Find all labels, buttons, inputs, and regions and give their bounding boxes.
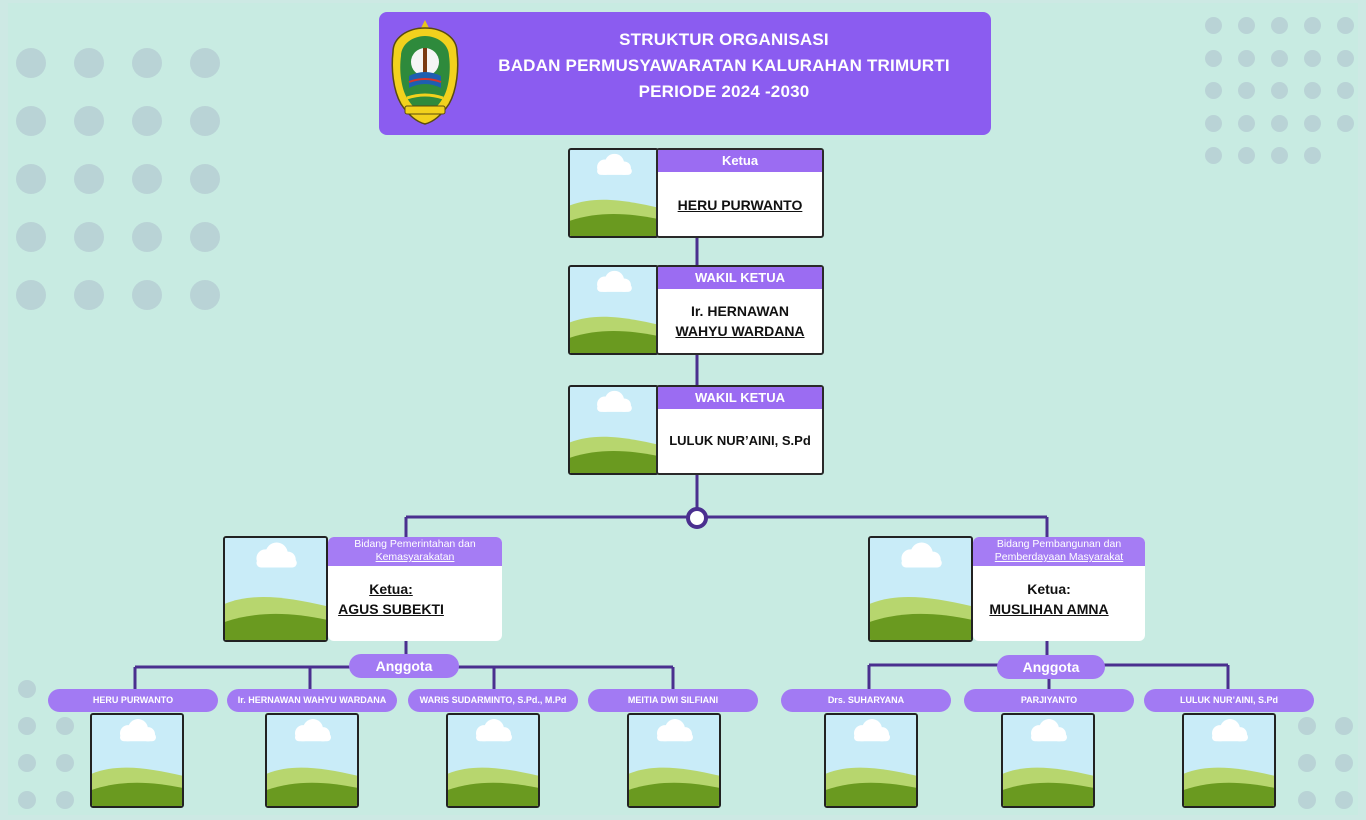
- photo-placeholder-member-1-4: [627, 713, 721, 808]
- bidang-1-ketua-label: Ketua:: [369, 581, 413, 597]
- photo-placeholder-member-2-1: [824, 713, 918, 808]
- card-bidang-pembangunan: Bidang Pembangunan dan Pemberdayaan Masy…: [973, 537, 1145, 641]
- member-name-1-2: Ir. HERNAWAN WAHYU WARDANA: [227, 689, 397, 712]
- card-wakil-ketua-2: WAKIL KETUA LULUK NUR’AINI, S.Pd: [656, 385, 824, 475]
- photo-placeholder-wakil-ketua-2: [568, 385, 659, 475]
- photo-placeholder-member-1-3: [446, 713, 540, 808]
- photo-placeholder-member-1-1: [90, 713, 184, 808]
- role-wakil-ketua-2: WAKIL KETUA: [658, 387, 822, 409]
- role-wakil-ketua-1: WAKIL KETUA: [658, 267, 822, 289]
- photo-placeholder-member-1-2: [265, 713, 359, 808]
- member-name-1-4: MEITIA DWI SILFIANI: [588, 689, 758, 712]
- anggota-label-bidang-1: Anggota: [349, 654, 459, 678]
- photo-placeholder-ketua: [568, 148, 659, 238]
- bidang-2-title: Bidang Pembangunan dan Pemberdayaan Masy…: [973, 537, 1145, 566]
- card-bidang-pemerintahan: Bidang Pemerintahan dan Kemasyarakatan K…: [328, 537, 502, 641]
- member-name-2-3: LULUK NUR’AINI, S.Pd: [1144, 689, 1314, 712]
- role-ketua: Ketua: [658, 150, 822, 172]
- bidang-1-ketua-name: AGUS SUBEKTI: [338, 601, 444, 617]
- title-line-3: PERIODE 2024 -2030: [638, 82, 810, 101]
- card-wakil-ketua-1: WAKIL KETUA Ir. HERNAWAN WAHYU WARDANA: [656, 265, 824, 355]
- bidang-1-title-line1: Bidang Pemerintahan dan: [354, 538, 476, 550]
- photo-placeholder-bidang-1: [223, 536, 328, 642]
- name-wakil-ketua-1-line1: Ir. HERNAWAN: [690, 303, 789, 319]
- photo-placeholder-wakil-ketua-1: [568, 265, 659, 355]
- bidang-1-title-line2: Kemasyarakatan: [375, 551, 455, 563]
- connector-lines: [133, 235, 1230, 689]
- emblem-logo: [391, 20, 459, 125]
- title-line-1: STRUKTUR ORGANISASI: [619, 30, 829, 49]
- title-line-2: BADAN PERMUSYAWARATAN KALURAHAN TRIMURTI: [498, 56, 950, 75]
- member-name-2-2: PARJIYANTO: [964, 689, 1134, 712]
- member-name-2-1: Drs. SUHARYANA: [781, 689, 951, 712]
- anggota-label-bidang-2: Anggota: [997, 655, 1105, 679]
- bidang-2-title-line2: Pemberdayaan Masyarakat: [994, 551, 1124, 563]
- bidang-2-ketua-label: Ketua:: [1027, 581, 1071, 597]
- member-name-1-3: WARIS SUDARMINTO, S.Pd., M.Pd: [408, 689, 578, 712]
- photo-placeholder-bidang-2: [868, 536, 973, 642]
- photo-placeholder-member-2-2: [1001, 713, 1095, 808]
- card-ketua: Ketua HERU PURWANTO: [656, 148, 824, 238]
- member-name-1-1: HERU PURWANTO: [48, 689, 218, 712]
- bidang-1-title: Bidang Pemerintahan dan Kemasyarakatan: [328, 537, 502, 566]
- name-ketua: HERU PURWANTO: [677, 197, 803, 213]
- name-wakil-ketua-1-line2: WAHYU WARDANA: [675, 323, 805, 339]
- junction-node: [686, 507, 708, 529]
- title-banner: STRUKTUR ORGANISASI BADAN PERMUSYAWARATA…: [379, 12, 991, 135]
- bidang-2-title-line1: Bidang Pembangunan dan: [996, 538, 1122, 550]
- bidang-2-ketua-name: MUSLIHAN AMNA: [989, 601, 1109, 617]
- photo-placeholder-member-2-3: [1182, 713, 1276, 808]
- name-wakil-ketua-2: LULUK NUR’AINI, S.Pd: [669, 433, 811, 448]
- org-chart-canvas: STRUKTUR ORGANISASI BADAN PERMUSYAWARATA…: [8, 3, 1358, 815]
